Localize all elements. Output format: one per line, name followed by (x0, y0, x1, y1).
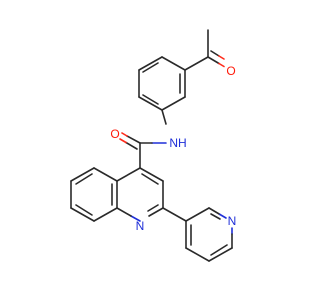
ketone-oxygen-label: O (226, 64, 235, 78)
quinoline-pyridine-ring: N (116, 167, 164, 233)
bond-amide-c-o (126, 135, 141, 144)
p-bond-2 (208, 207, 221, 216)
pyridine-nitrogen-label: N (228, 214, 237, 228)
q-bond-6 (116, 167, 141, 182)
amide-group: O NH (110, 109, 187, 169)
acetyl-group: O (184, 29, 236, 78)
p-double-2 (210, 244, 228, 256)
p-double-1 (210, 213, 221, 220)
b-double-2 (75, 204, 93, 216)
b-double-1 (75, 173, 93, 185)
molecule-canvas: O O NH N (70, 29, 237, 262)
bond-acetyl-ring (184, 56, 209, 71)
phenyl-bond-2 (161, 96, 186, 111)
b-bond-1 (93, 167, 118, 182)
q-bond-4 (130, 215, 141, 222)
p-bond-4 (208, 247, 233, 262)
p-bond-5 (185, 247, 210, 262)
q-bond-4b (116, 207, 132, 217)
q-double-2 (147, 204, 159, 212)
pyridinyl-ring: N (162, 207, 237, 262)
p-bond-2b (219, 213, 227, 219)
phenyl-ring (138, 56, 186, 111)
phenyl-bond-3 (138, 96, 163, 111)
bond-ring-nh (161, 109, 167, 125)
q-double-1 (141, 173, 159, 185)
amide-oxygen-label: O (110, 127, 119, 141)
structure-diagram: O O NH N (70, 29, 237, 262)
phenyl-bond-6 (161, 56, 186, 71)
phenyl-double-3 (142, 62, 159, 73)
amide-nh-label: NH (169, 136, 186, 150)
bond-amide-double-red (119, 138, 127, 144)
quinoline-benzo-ring (70, 167, 118, 222)
bond-ketone-double-red (218, 55, 225, 60)
p-bond-1 (185, 207, 210, 222)
phenyl-double-2 (142, 94, 159, 105)
bond-ketone-double (210, 50, 220, 57)
b-bond-5 (93, 207, 118, 222)
q-bond-1 (139, 167, 164, 182)
q-bond-3 (148, 207, 164, 217)
quinoline-nitrogen-label: N (136, 219, 145, 233)
bond-ketone-c-o (207, 56, 220, 65)
bond-ketone-c-o-red (218, 62, 225, 68)
b-bond-4 (70, 207, 95, 222)
bond-quinoline-pyridine (162, 207, 187, 222)
bond-amide-c-o-red (121, 132, 128, 137)
phenyl-bond-5 (138, 56, 163, 71)
bond-amide-double (125, 141, 138, 150)
b-bond-2 (70, 167, 95, 182)
